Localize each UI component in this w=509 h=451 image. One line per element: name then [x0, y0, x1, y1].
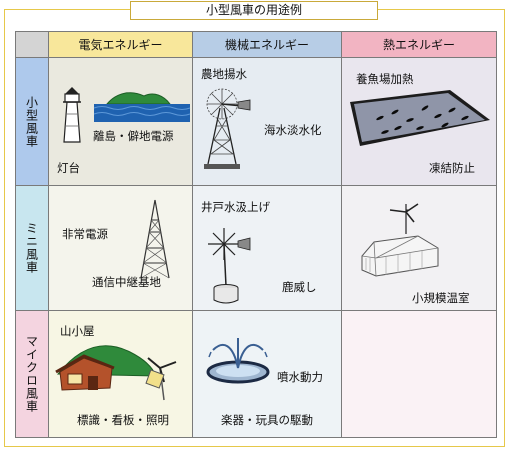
label-small-greenhouse: 小規模温室	[412, 291, 470, 305]
mountain-hut-icon	[55, 345, 177, 401]
label-shishi-odoshi: 鹿威し	[282, 280, 317, 294]
cell-mini-electric	[48, 185, 193, 311]
label-emergency-power: 非常電源	[62, 227, 108, 241]
header-electric: 電気エネルギー	[48, 31, 193, 58]
greenhouse-icon	[361, 203, 439, 277]
label-instrument-toy-drive: 楽器・玩具の駆動	[221, 413, 313, 427]
label-farm-pumping: 農地揚水	[201, 67, 247, 81]
label-seawater-desalination: 海水淡水化	[264, 123, 322, 137]
well-pump-windmill-icon	[208, 228, 251, 304]
water-pump-windmill-icon	[204, 88, 251, 169]
fountain-icon	[206, 338, 270, 384]
corner-cell	[15, 31, 49, 58]
radio-tower-icon	[140, 199, 170, 279]
fish-pond-icon	[350, 90, 490, 146]
lighthouse-island-icon	[63, 87, 191, 143]
label-fish-farm-heating: 養魚場加熱	[356, 72, 414, 86]
row-header-micro: マイクロ風車	[15, 310, 49, 438]
row-header-small-label: 小型風車	[24, 95, 39, 148]
row-header-mini: ミニ風車	[15, 185, 49, 311]
row-header-small: 小型風車	[15, 57, 49, 186]
label-fountain-power: 噴水動力	[277, 370, 323, 384]
label-freeze-prevention: 凍結防止	[429, 161, 475, 175]
label-mountain-hut: 山小屋	[60, 324, 95, 338]
header-mechanical: 機械エネルギー	[192, 31, 342, 58]
label-relay-station: 通信中継基地	[92, 275, 161, 289]
row-header-micro-label: マイクロ風車	[24, 335, 39, 413]
label-lighthouse: 灯台	[57, 161, 80, 175]
label-remote-island-power: 離島・僻地電源	[93, 129, 174, 143]
cell-micro-heat	[341, 310, 497, 438]
label-well-water-pumping: 井戸水汲上げ	[201, 200, 270, 214]
diagram-title: 小型風車の用途例	[130, 1, 378, 20]
header-heat: 熱エネルギー	[341, 31, 497, 58]
label-signs-lighting: 標識・看板・照明	[77, 413, 169, 427]
row-header-mini-label: ミニ風車	[24, 222, 39, 274]
